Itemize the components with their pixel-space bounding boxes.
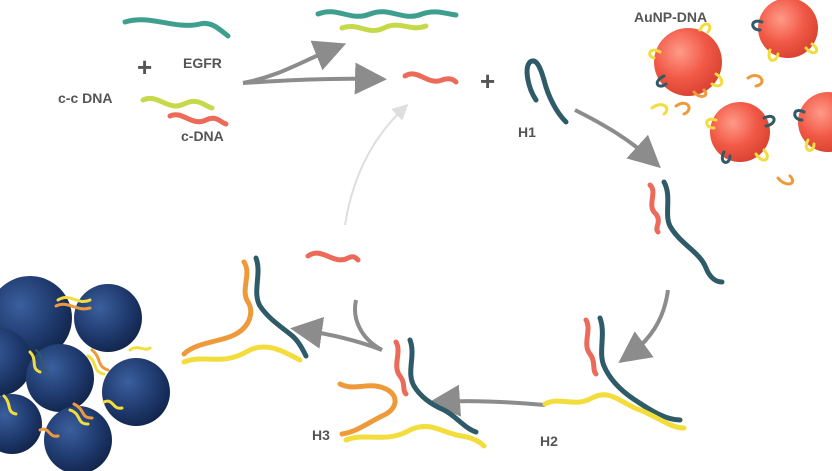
label-h2: H2 (540, 433, 558, 449)
label-h1: H1 (518, 124, 536, 140)
aunp-aggregate (0, 276, 170, 471)
cycle-arrow-recycle (344, 103, 409, 226)
h1-h2-h3-product (181, 255, 309, 365)
label-c-dna: c-DNA (181, 128, 224, 144)
cycle-arrow-4 (302, 299, 383, 350)
cdna-h1-complex (647, 179, 725, 285)
cdna-h1-h2-complex (542, 315, 687, 431)
free-hairpin (674, 101, 691, 116)
label-aunp-dna: AuNP-DNA (634, 9, 707, 25)
h1-hairpin (524, 58, 569, 125)
label-cc-dna: c-c DNA (58, 90, 112, 106)
egfr-strand (122, 17, 231, 39)
aunp-particle (793, 92, 832, 152)
cc-dna-duplex (140, 95, 229, 127)
cycle-arrow-2 (618, 289, 670, 364)
cycle-arrow-1 (574, 108, 661, 169)
plus-sign-left: + (137, 52, 152, 82)
aunp-particle (751, 0, 819, 62)
egfr-ccdna-complex (315, 9, 459, 34)
free-hairpin (650, 103, 669, 116)
reaction-arrow-top (242, 40, 387, 95)
label-h3: H3 (312, 427, 330, 443)
free-hairpin (746, 74, 764, 88)
free-hairpin (776, 174, 795, 186)
aunp-particle (648, 22, 724, 96)
plus-sign-right: + (480, 66, 495, 96)
free-hairpin (692, 88, 708, 98)
released-c-dna (402, 71, 459, 85)
aunp-particle (705, 102, 776, 164)
label-egfr: EGFR (183, 55, 222, 71)
cdna-h1-h2-h3-complex (337, 337, 487, 449)
recycled-c-dna (305, 250, 361, 263)
cycle-arrow-3 (428, 384, 546, 417)
